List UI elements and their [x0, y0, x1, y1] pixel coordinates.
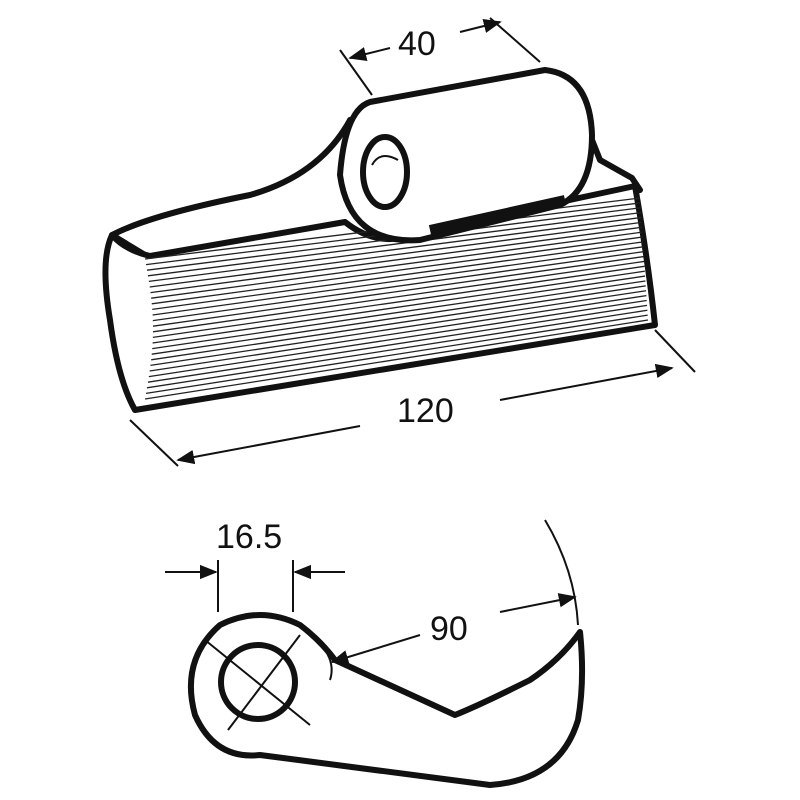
- hatch-line: [145, 314, 648, 395]
- extension-line: [129, 419, 179, 467]
- dimension-90-label: 90: [430, 610, 468, 648]
- centerline: [204, 639, 311, 726]
- dimension-arrow: [330, 634, 421, 665]
- extension-line: [489, 17, 541, 63]
- hatch-line: [152, 260, 645, 333]
- hatch-line: [152, 246, 644, 316]
- dimension-arrow: [176, 425, 361, 465]
- hatch-line: [148, 299, 647, 378]
- hatch-line: [151, 236, 643, 305]
- arc-extension: [544, 519, 579, 626]
- hatch-line: [152, 275, 646, 350]
- bore-inner-edge: [371, 155, 399, 166]
- hatch-line: [144, 319, 649, 400]
- hatch-line: [147, 211, 642, 277]
- dimension-16-5-label: 16.5: [216, 518, 282, 556]
- centerline: [227, 634, 301, 731]
- dimension-arrow: [499, 363, 674, 401]
- pivot-edge: [324, 649, 333, 681]
- bore-hole: [360, 134, 410, 210]
- hatch-line: [149, 221, 642, 288]
- dimension-40-label: 40: [398, 25, 436, 63]
- isometric-view: 40 120: [102, 17, 696, 467]
- hatch-line: [150, 290, 647, 367]
- extension-line: [654, 329, 696, 373]
- hatch-line: [152, 241, 643, 311]
- dimension-arrow: [459, 18, 502, 33]
- dimension-arrow: [499, 593, 577, 613]
- hatch-line: [148, 216, 642, 283]
- hatch-line: [152, 270, 645, 344]
- hatch-line: [151, 285, 646, 361]
- hatch-line: [151, 280, 646, 355]
- hatch-line: [151, 231, 643, 299]
- hatch-line: [149, 294, 647, 372]
- extension-line: [339, 49, 373, 96]
- blade-front-face: [102, 183, 658, 413]
- side-profile-view: 16.5 90: [165, 518, 586, 788]
- dimension-arrow: [348, 47, 391, 62]
- hatch-line: [146, 309, 648, 389]
- hatch-line: [152, 265, 645, 339]
- dimension-120-label: 120: [397, 392, 454, 430]
- hatch-line: [152, 251, 644, 322]
- hatch-line: [150, 226, 643, 294]
- hatch-line: [152, 255, 644, 327]
- cylinder-shadow: [428, 195, 567, 235]
- hatch-line: [147, 304, 648, 383]
